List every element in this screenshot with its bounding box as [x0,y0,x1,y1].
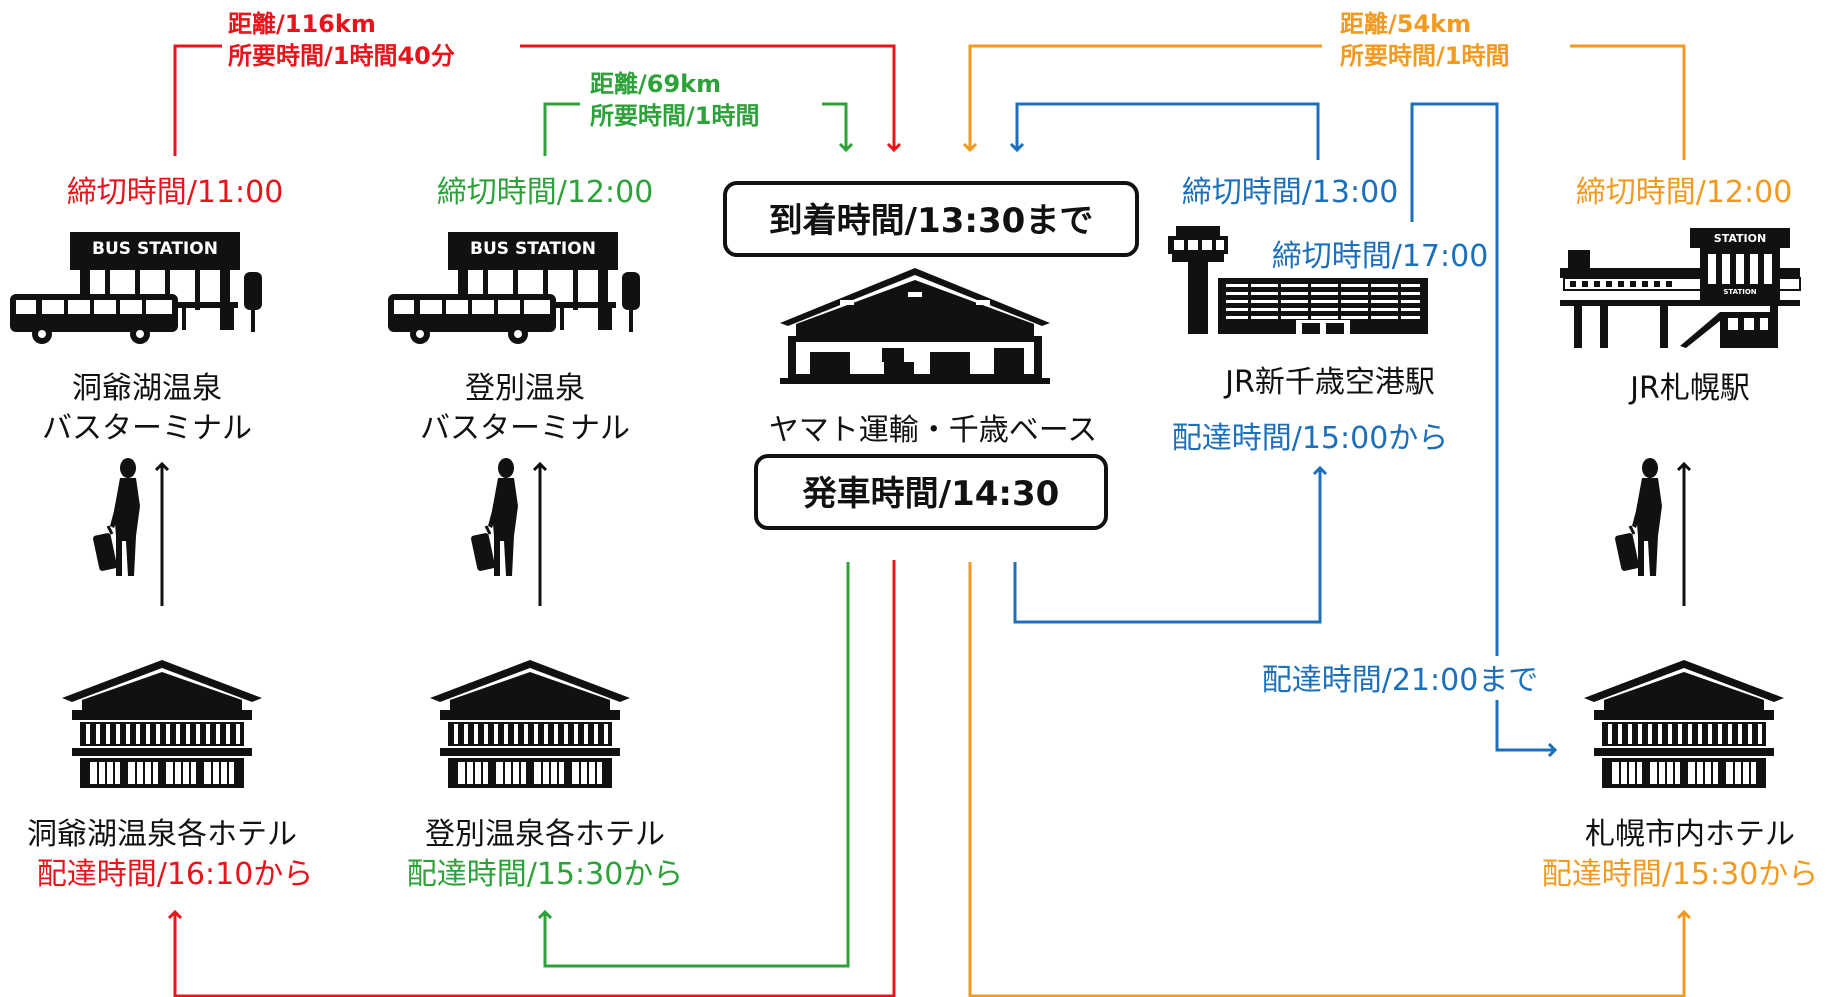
route-line-toya-to-base [173,44,894,156]
traveler-icon [470,458,540,606]
noboribetsu-bus-name-line1: 登別温泉 [465,371,585,406]
arrival-time-label: 到着時間/13:30まで [769,201,1094,241]
sapporo-hotels-delivery: 配達時間/15:30から [1542,857,1819,892]
route-line-base-to-airport [1013,468,1320,624]
sapporo-hotels-name: 札幌市内ホテル [1585,817,1795,852]
route-toya-distance: 距離/116km [228,10,376,38]
base-name: ヤマト運輸・千歳ベース [769,413,1098,448]
hotel-icon [1584,660,1784,788]
route-line-noboribetsu-to-base [543,102,846,156]
toya-bus-name-line1: 洞爺湖温泉 [72,371,222,406]
sapporo-hotels-delivery-until: 配達時間/21:00まで [1262,663,1539,698]
route-line-base-to-toya-hotels [175,560,896,997]
sapporo-station-deadline: 締切時間/12:00 [1576,175,1793,210]
route-toya-duration: 所要時間/1時間40分 [228,42,455,70]
traveler-icon [1614,458,1684,606]
sapporo-station-name: JR札幌駅 [1628,371,1750,406]
toya-bus-deadline: 締切時間/11:00 [67,175,284,210]
bus-station-sign: BUS STATION [470,239,596,259]
bus-station-icon: BUS STATION [388,232,640,344]
route-noboribetsu-distance: 距離/69km [590,70,721,98]
noboribetsu-hotels-delivery: 配達時間/15:30から [407,857,684,892]
route-line-airport-to-base [1017,102,1320,160]
airport-deadline-1: 締切時間/13:00 [1182,175,1399,210]
bus-station-icon: BUS STATION [10,232,262,344]
airport-delivery: 配達時間/15:00から [1172,421,1449,456]
route-sapporo-duration: 所要時間/1時間 [1340,42,1509,70]
route-line-base-to-noboribetsu-hotels [545,562,850,968]
route-line-base-to-sapporo-hotels [968,562,1684,997]
route-line-airport-to-sapporo-hotels [1410,102,1555,750]
route-line-sapporo-to-base [970,44,1686,160]
toya-hotels-delivery: 配達時間/16:10から [37,857,314,892]
station-sign-2: STATION [1723,288,1756,296]
hotel-icon [62,660,262,788]
noboribetsu-bus-deadline: 締切時間/12:00 [437,175,654,210]
station-sign: STATION [1714,232,1766,245]
traveler-icon [92,458,162,606]
toya-hotels-name: 洞爺湖温泉各ホテル [27,817,297,852]
noboribetsu-bus-name-line2: バスターミナル [420,411,630,446]
bus-station-sign: BUS STATION [92,239,218,259]
noboribetsu-hotels-name: 登別温泉各ホテル [425,817,665,852]
route-sapporo-distance: 距離/54km [1340,10,1471,38]
toya-bus-name-line2: バスターミナル [42,411,252,446]
railway-station-icon: STATION STATION [1559,227,1801,349]
arrival-time-box: 到着時間/13:30まで [723,181,1139,257]
departure-time-box: 発車時間/14:30 [754,454,1108,530]
departure-time-label: 発車時間/14:30 [803,474,1060,514]
warehouse-icon [780,268,1050,384]
airport-deadline-2: 締切時間/17:00 [1272,239,1489,274]
hotel-icon [430,660,630,788]
route-noboribetsu-duration: 所要時間/1時間 [590,102,759,130]
airport-name: JR新千歳空港駅 [1223,365,1435,400]
